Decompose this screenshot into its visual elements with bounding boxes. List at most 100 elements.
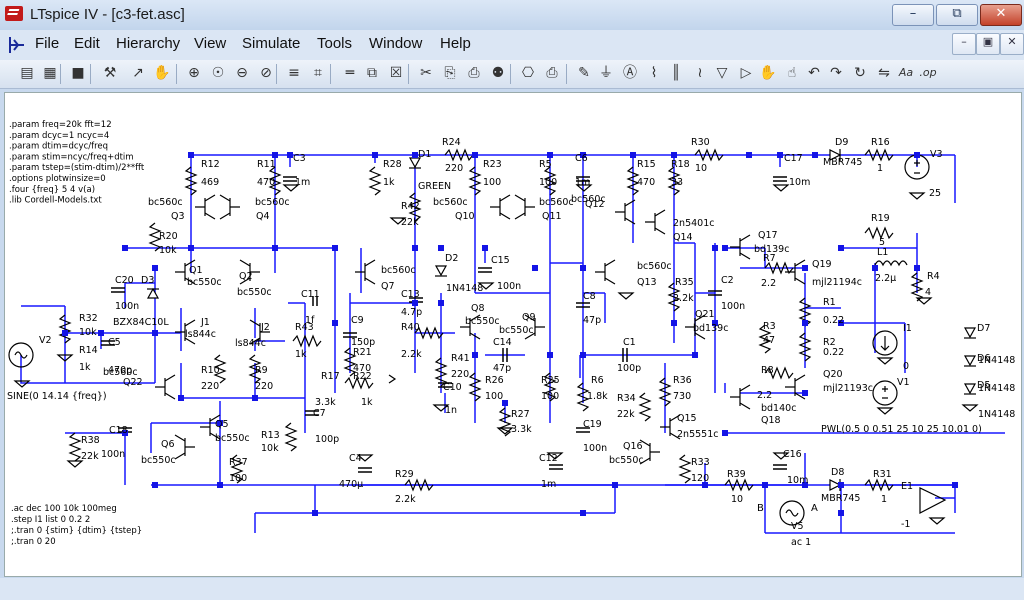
mdi-minimize-button[interactable]: – [952, 33, 976, 55]
schematic-canvas[interactable]: .param freq=20k fft=12.param dcyc=1 ncyc… [4, 92, 1022, 577]
zoom-out-icon[interactable]: ⊖ [236, 65, 248, 81]
new-schematic-icon[interactable]: ▤ [20, 65, 34, 81]
mirror-icon[interactable]: ⇋ [878, 65, 890, 81]
run-icon[interactable]: ↗ [132, 65, 144, 81]
cascade-icon[interactable]: ⧉ [367, 65, 377, 81]
schematic-doc-icon[interactable] [6, 34, 28, 56]
zoom-in-icon[interactable]: ⊕ [188, 65, 200, 81]
autorange-icon[interactable]: ≡ [288, 65, 300, 81]
component-value: 220 [255, 381, 273, 392]
zoom-fit-icon[interactable]: ⊘ [260, 65, 272, 81]
grounds [13, 184, 979, 525]
component-ref: C9 [351, 315, 364, 326]
resistor-icon[interactable]: ⌇ [650, 65, 658, 81]
tile-horizontal-icon[interactable]: ═ [345, 65, 355, 81]
component-ref: R38 [81, 435, 100, 446]
print-setup-icon[interactable]: ⎔ [521, 65, 535, 81]
component-value: bc550c [465, 316, 500, 327]
paste-icon[interactable]: ⎙ [468, 65, 480, 81]
component-value: bc560c [148, 197, 183, 208]
close-window-icon[interactable]: ☒ [389, 65, 403, 81]
spice-directive-icon[interactable]: .op [919, 66, 937, 79]
net-label: B [757, 503, 764, 514]
component-ref: D7 [977, 323, 990, 334]
close-icon: ✕ [995, 6, 1007, 21]
component-value: -1 [901, 519, 910, 530]
component-ref: D1 [418, 149, 431, 160]
component-value: 1m [575, 177, 590, 188]
component-ref: C2 [721, 275, 734, 286]
move-icon[interactable]: ✋ [759, 65, 777, 81]
spice-directive: .param stim=ncyc/freq+dtim [9, 152, 134, 162]
menu-view[interactable]: View [194, 35, 227, 52]
component-value: 1k [361, 397, 373, 408]
close-button[interactable]: ✕ [980, 4, 1022, 26]
component-value: 10m [787, 475, 808, 486]
component-value: 3.3k [511, 424, 532, 435]
drag-icon[interactable]: ☝ [787, 65, 797, 81]
component-value: 1k [383, 177, 395, 188]
component-value: 1n [445, 405, 457, 416]
menu-hierarchy[interactable]: Hierarchy [116, 35, 181, 52]
component-value: bc560c [539, 197, 574, 208]
component-ref: C17 [784, 153, 803, 164]
menu-simulate[interactable]: Simulate [242, 35, 301, 52]
component-value: 1 [877, 163, 883, 174]
undo-icon[interactable]: ↶ [808, 65, 820, 81]
diode-icon[interactable]: ▽ [716, 65, 728, 81]
component-ref: R2 [823, 337, 836, 348]
component-icon[interactable]: ▷ [740, 65, 752, 81]
component-ref: R13 [261, 430, 280, 441]
component-value: 220 [445, 163, 463, 174]
menu-help[interactable]: Help [440, 35, 471, 52]
mdi-close-button[interactable]: ✕ [1000, 33, 1024, 55]
component-ref: R37 [229, 457, 248, 468]
cut-icon[interactable]: ✂ [420, 65, 432, 81]
draw-wire-icon[interactable]: ✎ [578, 65, 590, 81]
rotate-icon[interactable]: ↻ [854, 65, 866, 81]
schematic-drawing: .param freq=20k fft=12.param dcyc=1 ncyc… [7, 120, 1015, 548]
control-panel-icon[interactable]: ⚒ [103, 65, 117, 81]
copy-icon[interactable]: ⎘ [444, 65, 456, 81]
menu-tools[interactable]: Tools [317, 35, 353, 52]
mdi-restore-button[interactable]: ▣ [976, 33, 1000, 55]
inductor-icon[interactable]: ≀ [697, 65, 703, 81]
halt-icon[interactable]: ✋ [153, 65, 171, 81]
menu-window[interactable]: Window [369, 35, 423, 52]
component-value: 2.2µ [875, 273, 896, 284]
ground-icon[interactable]: ⏚ [599, 65, 613, 81]
component-ref: R6 [591, 375, 604, 386]
component-ref: C6 [575, 153, 588, 164]
print-icon[interactable]: ⎙ [546, 65, 558, 81]
minimize-button[interactable]: – [892, 4, 934, 26]
component-ref: C5 [108, 337, 121, 348]
menu-edit[interactable]: Edit [74, 35, 100, 52]
text-icon[interactable]: Aa [898, 66, 914, 79]
view-fft-icon[interactable]: ⌗ [314, 65, 322, 81]
capacitor-icon[interactable]: ║ [671, 65, 681, 81]
component-ref: R9 [255, 365, 268, 376]
component-ref: R40 [401, 322, 420, 333]
spice-directive: .param dtim=dcyc/freq [9, 142, 108, 152]
component-ref: C4 [349, 453, 362, 464]
component-ref: D6 [977, 353, 990, 364]
component-ref: R42 [401, 201, 420, 212]
component-ref: Q19 [812, 259, 832, 270]
open-icon[interactable]: ▦ [43, 65, 57, 81]
menu-file[interactable]: File [35, 35, 60, 52]
component-value: 470µ [339, 479, 363, 490]
component-value: 2.2 [757, 390, 772, 401]
spice-directive: .ac dec 100 10k 100meg [11, 504, 117, 514]
component-ref: R25 [541, 375, 560, 386]
pan-icon[interactable]: ☉ [211, 65, 225, 81]
restore-button[interactable]: ⧉ [936, 4, 978, 26]
component-value: 100 [483, 177, 501, 188]
component-value: ls844c [235, 338, 266, 349]
component-value: 2n5401c [673, 218, 714, 229]
save-icon[interactable]: ■ [71, 65, 85, 81]
component-value: bc550c [141, 455, 176, 466]
redo-icon[interactable]: ↷ [830, 65, 842, 81]
label-net-icon[interactable]: Ⓐ [623, 65, 637, 81]
component-value: bc550c [609, 455, 644, 466]
find-icon[interactable]: ⚉ [491, 65, 505, 81]
